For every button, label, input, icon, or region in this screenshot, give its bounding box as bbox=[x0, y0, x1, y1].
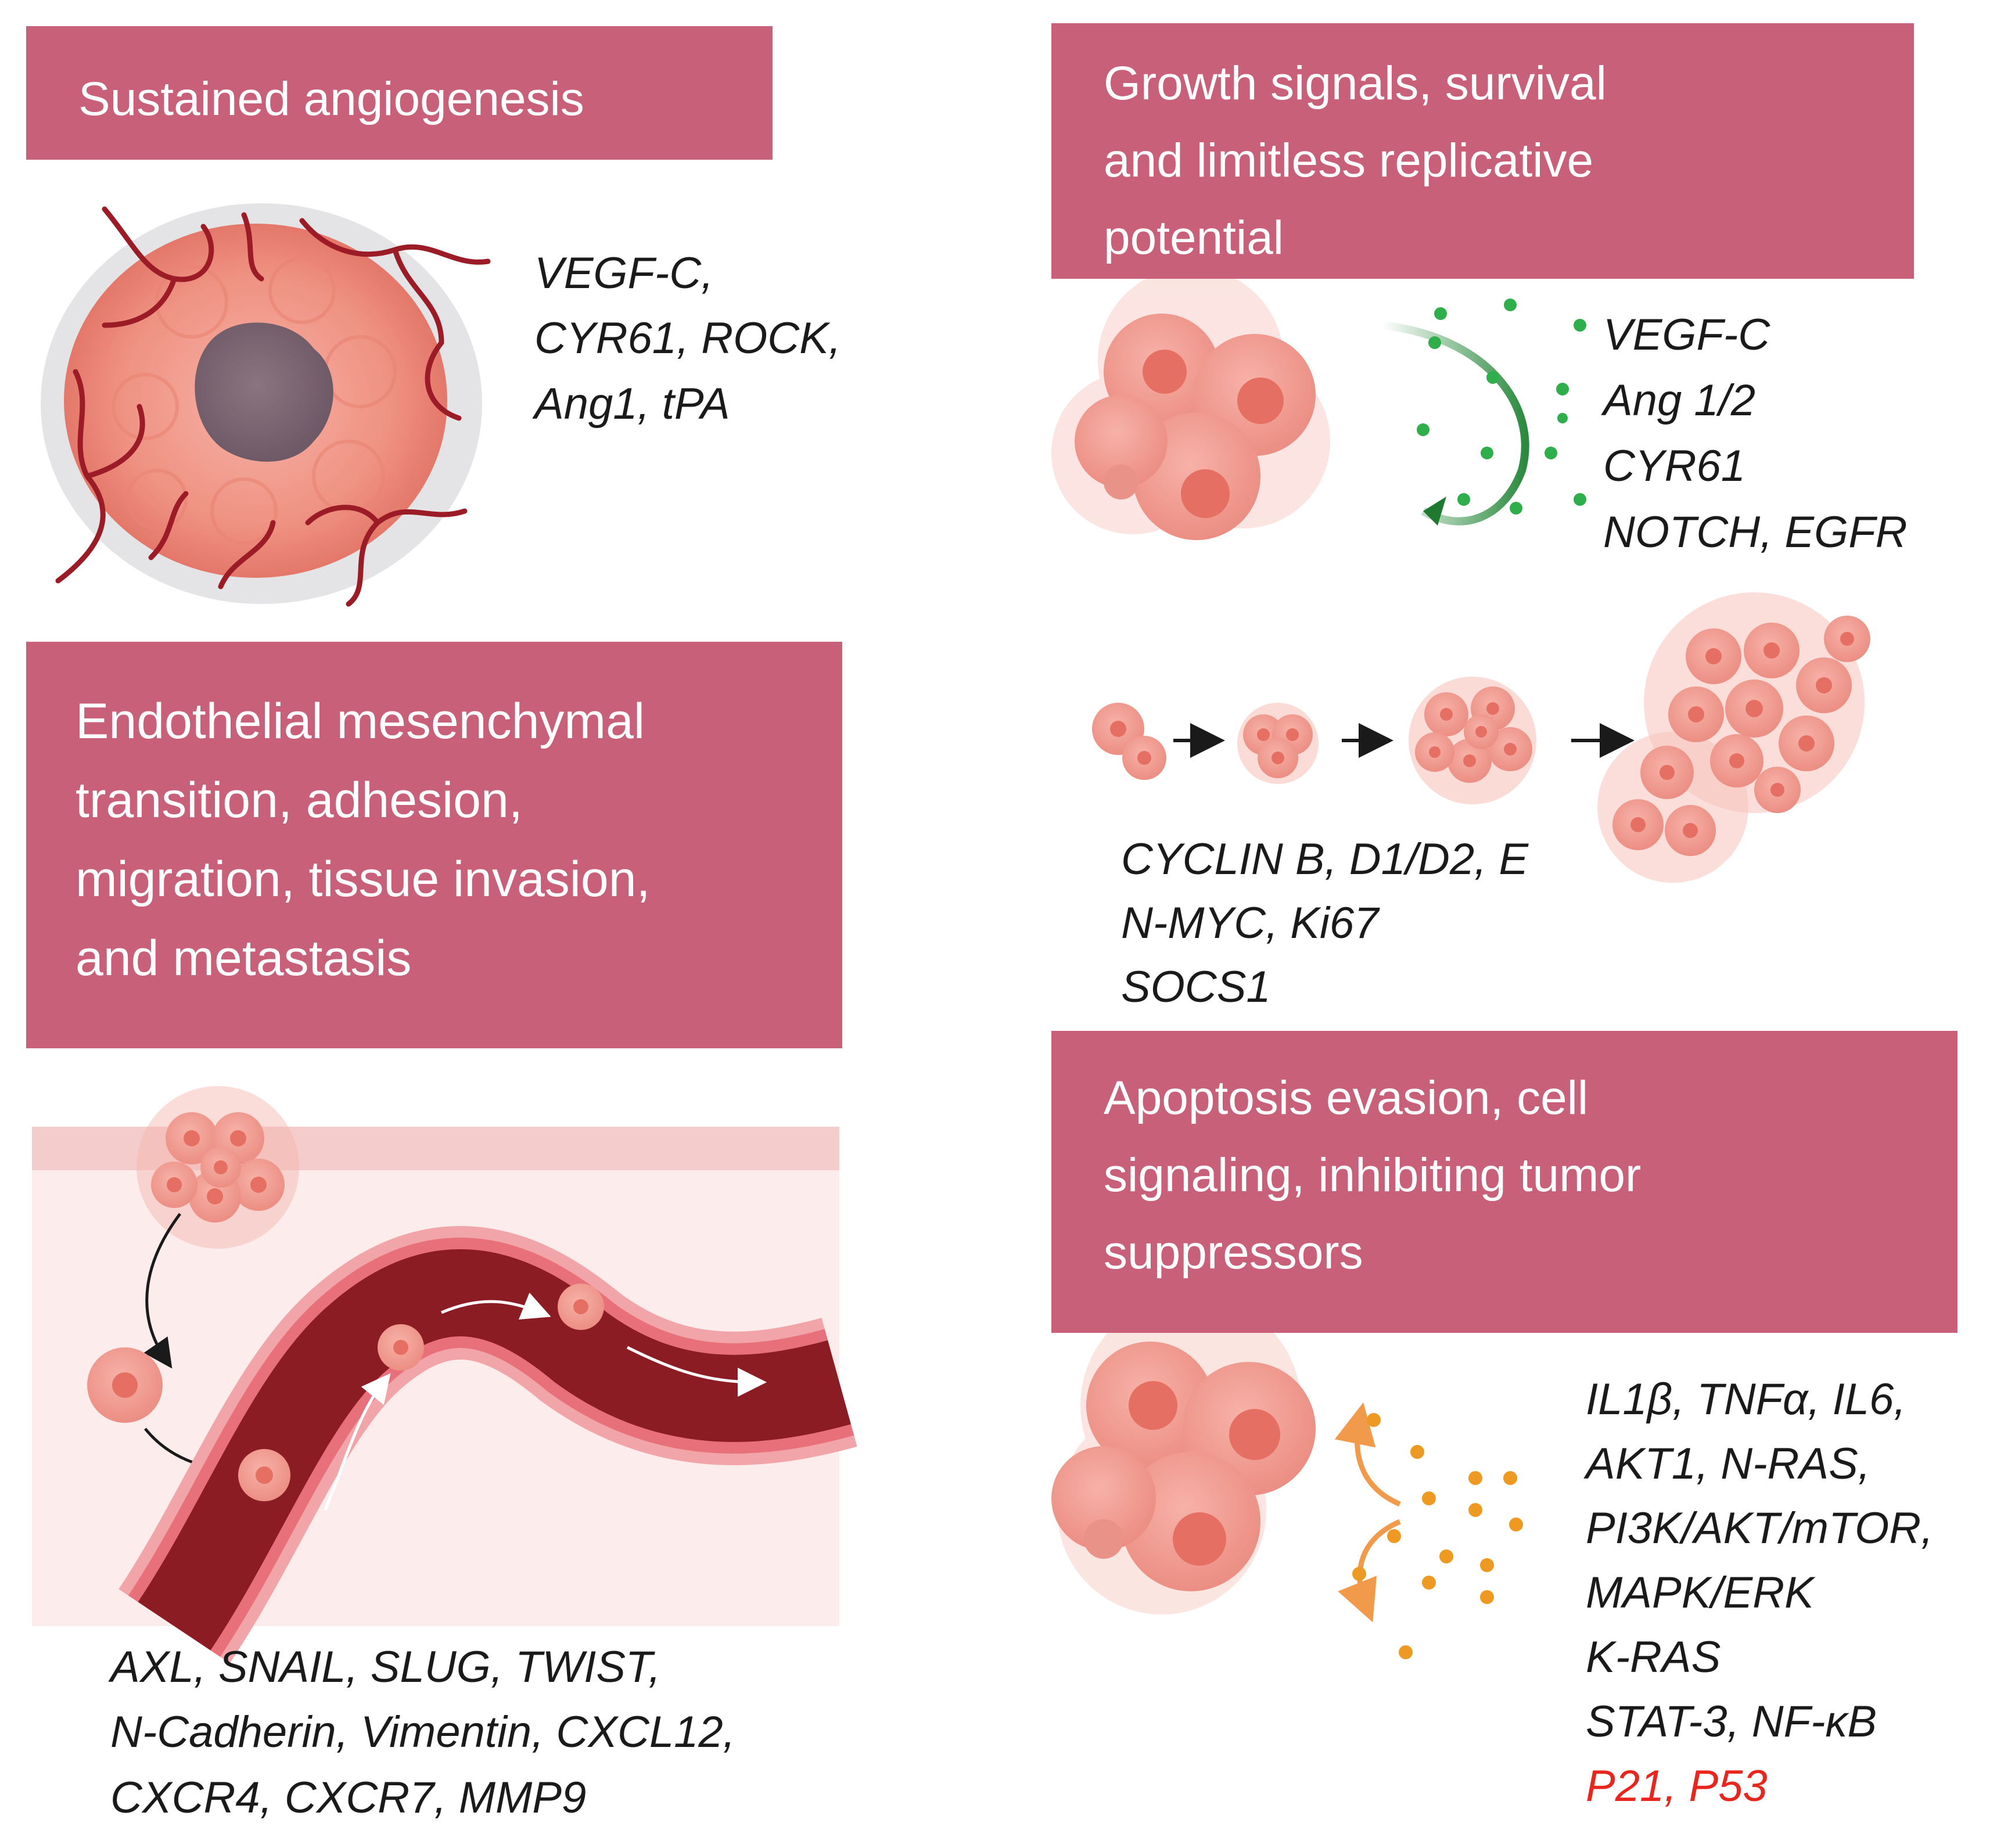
gene-line: CYR61 bbox=[1603, 441, 1745, 491]
vascularized-tumor-illustration bbox=[41, 203, 491, 607]
emt-gene-list: AXL, SNAIL, SLUG, TWIST, N-Cadherin, Vim… bbox=[110, 1635, 735, 1831]
gene-line: SOCS1 bbox=[1121, 962, 1271, 1012]
gene-line: Ang1, tPA bbox=[534, 379, 730, 429]
gene-line: PI3K/AKT/mTOR, bbox=[1586, 1503, 1934, 1553]
panel-title-line: Apoptosis evasion, cell bbox=[1104, 1072, 1589, 1124]
gene-line: MAPK/ERK bbox=[1586, 1567, 1814, 1617]
panel-title-line: Endothelial mesenchymal bbox=[76, 693, 645, 749]
gene-line: AXL, SNAIL, SLUG, TWIST, bbox=[110, 1642, 661, 1692]
apoptosis-gene-list: IL1β, TNFα, IL6, AKT1, N-RAS, PI3K/AKT/m… bbox=[1586, 1368, 1933, 1819]
gene-line: N-Cadherin, Vimentin, CXCL12, bbox=[110, 1707, 735, 1757]
panel-title-line: signaling, inhibiting tumor bbox=[1104, 1148, 1642, 1202]
panel-title-line: and metastasis bbox=[76, 930, 412, 986]
panel-title-line: migration, tissue invasion, bbox=[76, 851, 651, 907]
angiogenesis-gene-list: VEGF-C, CYR61, ROCK, Ang1, tPA bbox=[534, 241, 841, 437]
gene-line: Ang 1/2 bbox=[1603, 376, 1755, 426]
gene-line: CYCLIN B, D1/D2, E bbox=[1121, 835, 1529, 884]
growth-signal-illustration bbox=[1051, 267, 1586, 540]
metastasis-illustration bbox=[32, 1086, 857, 1663]
panel-title-line: suppressors bbox=[1104, 1225, 1363, 1279]
panel-title-line: and limitless replicative bbox=[1104, 134, 1594, 187]
panel-growth-signals: Growth signals, survival and limitless r… bbox=[1051, 23, 1914, 279]
gene-line: CYR61, ROCK, bbox=[534, 314, 841, 364]
panel-endothelial-mesenchymal-transition: Endothelial mesenchymal transition, adhe… bbox=[26, 642, 842, 1048]
gene-line: AKT1, N-RAS, bbox=[1586, 1439, 1870, 1489]
panel-sustained-angiogenesis: Sustained angiogenesis bbox=[26, 26, 773, 160]
tumor-suppressor-genes: P21, P53 bbox=[1586, 1761, 1768, 1811]
proliferation-sequence bbox=[1092, 592, 1870, 883]
gene-line: VEGF-C, bbox=[534, 249, 714, 298]
panel-apoptosis-evasion: Apoptosis evasion, cell signaling, inhib… bbox=[1051, 1031, 1958, 1333]
panel-title: Sustained angiogenesis bbox=[78, 73, 584, 125]
gene-line: NOTCH, EGFR bbox=[1603, 507, 1908, 557]
growth-gene-list: VEGF-C Ang 1/2 CYR61 NOTCH, EGFR bbox=[1603, 302, 1908, 565]
cytokine-release-illustration bbox=[1051, 1295, 1523, 1659]
gene-line: K-RAS bbox=[1586, 1632, 1721, 1682]
gene-line: IL1β, TNFα, IL6, bbox=[1586, 1375, 1906, 1424]
gene-line: STAT-3, NF-κB bbox=[1586, 1696, 1877, 1746]
panel-title-line: potential bbox=[1104, 211, 1284, 264]
gene-line: CXCR4, CXCR7, MMP9 bbox=[110, 1773, 587, 1822]
proliferation-gene-list: CYCLIN B, D1/D2, E N-MYC, Ki67 SOCS1 bbox=[1121, 828, 1528, 1020]
gene-line: N-MYC, Ki67 bbox=[1121, 898, 1379, 948]
gene-line: VEGF-C bbox=[1603, 310, 1770, 359]
panel-title-line: transition, adhesion, bbox=[76, 772, 523, 828]
panel-title-line: Growth signals, survival bbox=[1104, 57, 1607, 110]
